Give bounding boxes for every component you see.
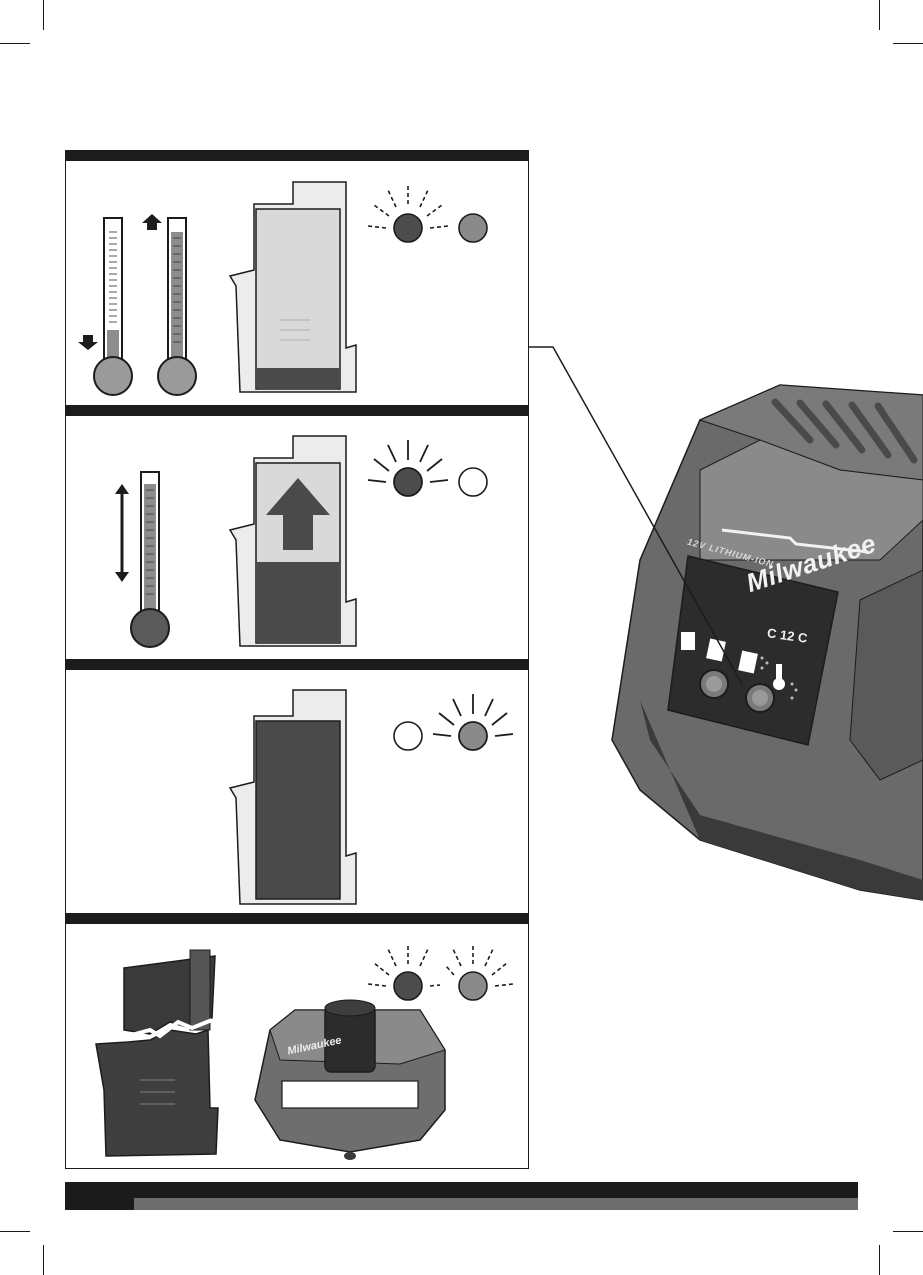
battery-charging: [230, 436, 356, 646]
panel-3: [230, 690, 513, 904]
led-red-flashing: [368, 186, 448, 242]
led-green-flashing: [446, 944, 513, 1000]
mini-charger-label-box: [282, 1081, 418, 1108]
thermometer-cold: [94, 218, 132, 395]
divider-bar-2: [65, 405, 529, 416]
thermometer-hot: [158, 218, 196, 395]
led-red-off: [394, 722, 422, 750]
mini-charger: [255, 1000, 445, 1160]
battery-full: [230, 690, 356, 904]
led-green-flashing: [433, 694, 513, 750]
arrow-down-icon: [78, 335, 98, 350]
led-red-flashing: [368, 440, 448, 496]
range-arrow-icon: [115, 484, 129, 582]
battery-broken: [96, 950, 218, 1156]
divider-bar-4: [65, 913, 529, 924]
thermometer-normal: [131, 472, 169, 647]
battery-low: [230, 182, 356, 392]
panel-1: [78, 182, 487, 395]
footer-strip: [134, 1198, 858, 1210]
panel-2: [115, 436, 487, 647]
divider-bar-1: [65, 150, 529, 161]
led-green-on: [459, 214, 487, 242]
divider-bar-3: [65, 659, 529, 670]
arrow-up-icon: [142, 214, 162, 230]
led-green-off: [459, 468, 487, 496]
charger-illustration: [612, 385, 923, 900]
led-red-flashing: [368, 944, 440, 1000]
